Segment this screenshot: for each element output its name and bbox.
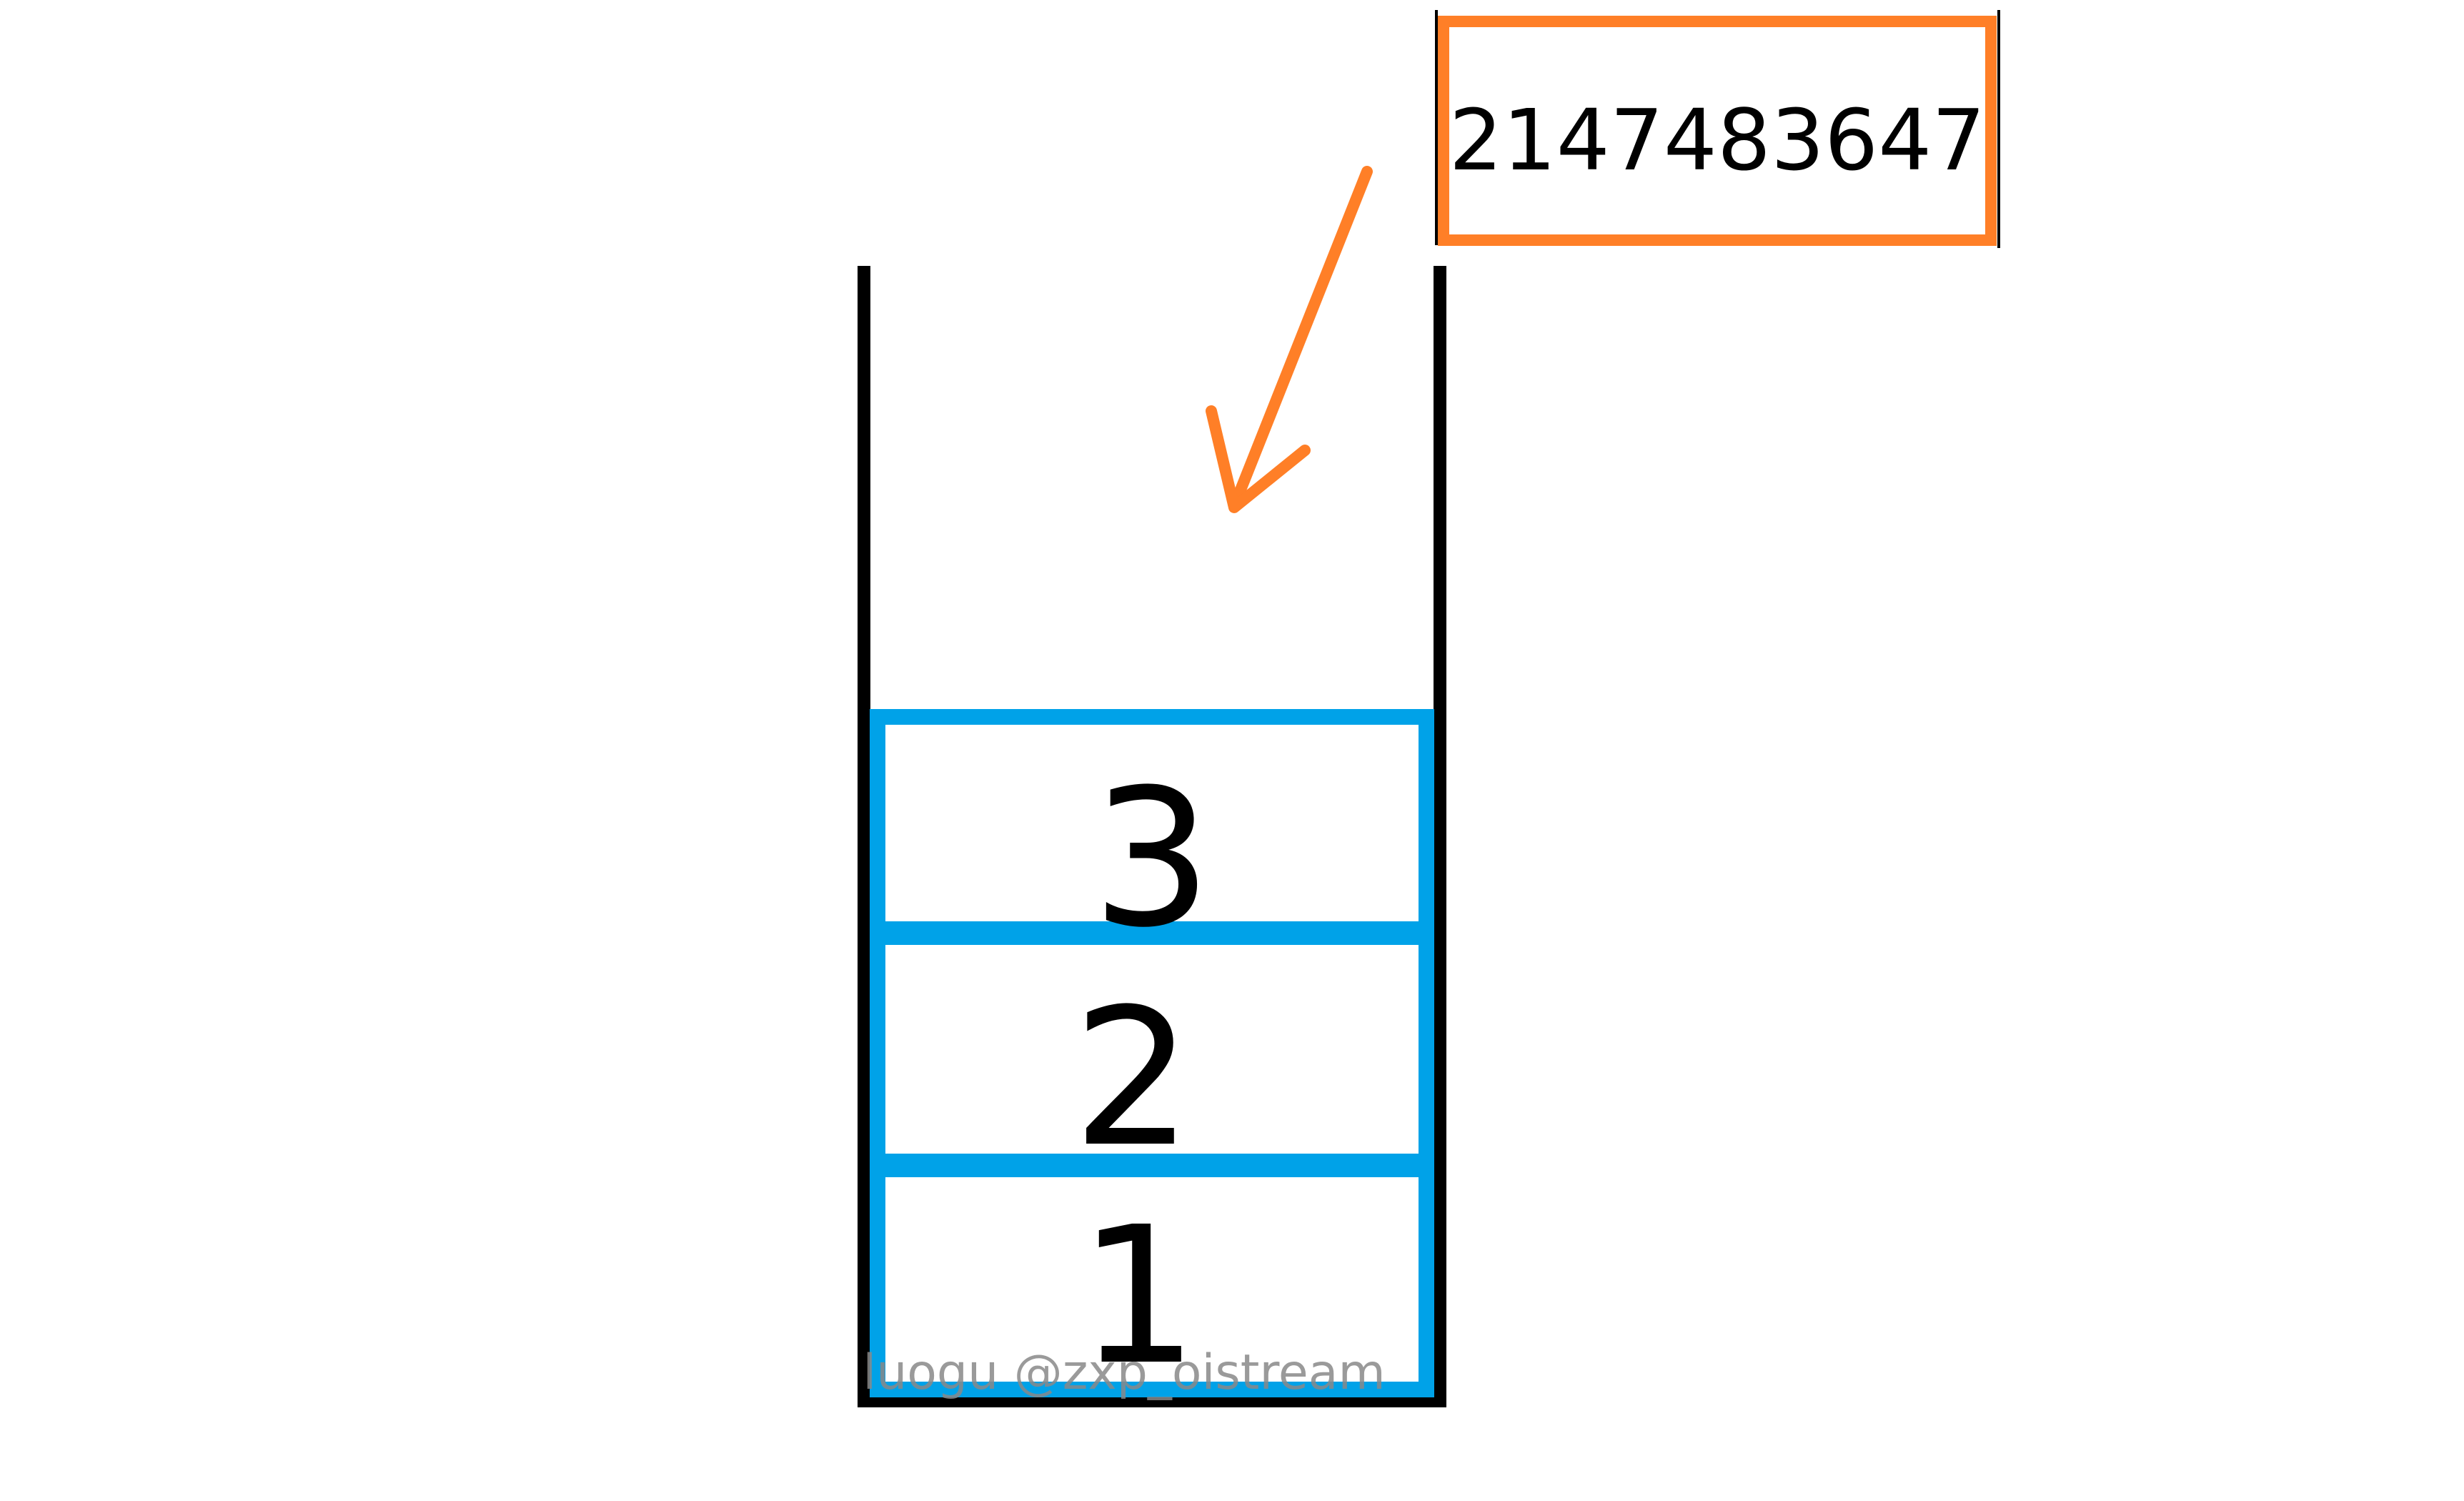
watermark: luogu @zxp_oistream xyxy=(863,1344,1385,1401)
stack-cell-label: 1 xyxy=(1078,1187,1199,1407)
stack-cell-bottom: 1 xyxy=(870,1161,1434,1407)
push-arrow xyxy=(1206,166,1373,513)
stack-container xyxy=(858,266,1446,1407)
value-box: 2147483647 xyxy=(1435,10,2000,248)
value-box-label: 2147483647 xyxy=(1449,91,1986,189)
stack-cell-middle: 2 xyxy=(870,929,1434,1189)
stack-cell-label: 2 xyxy=(1073,969,1193,1189)
